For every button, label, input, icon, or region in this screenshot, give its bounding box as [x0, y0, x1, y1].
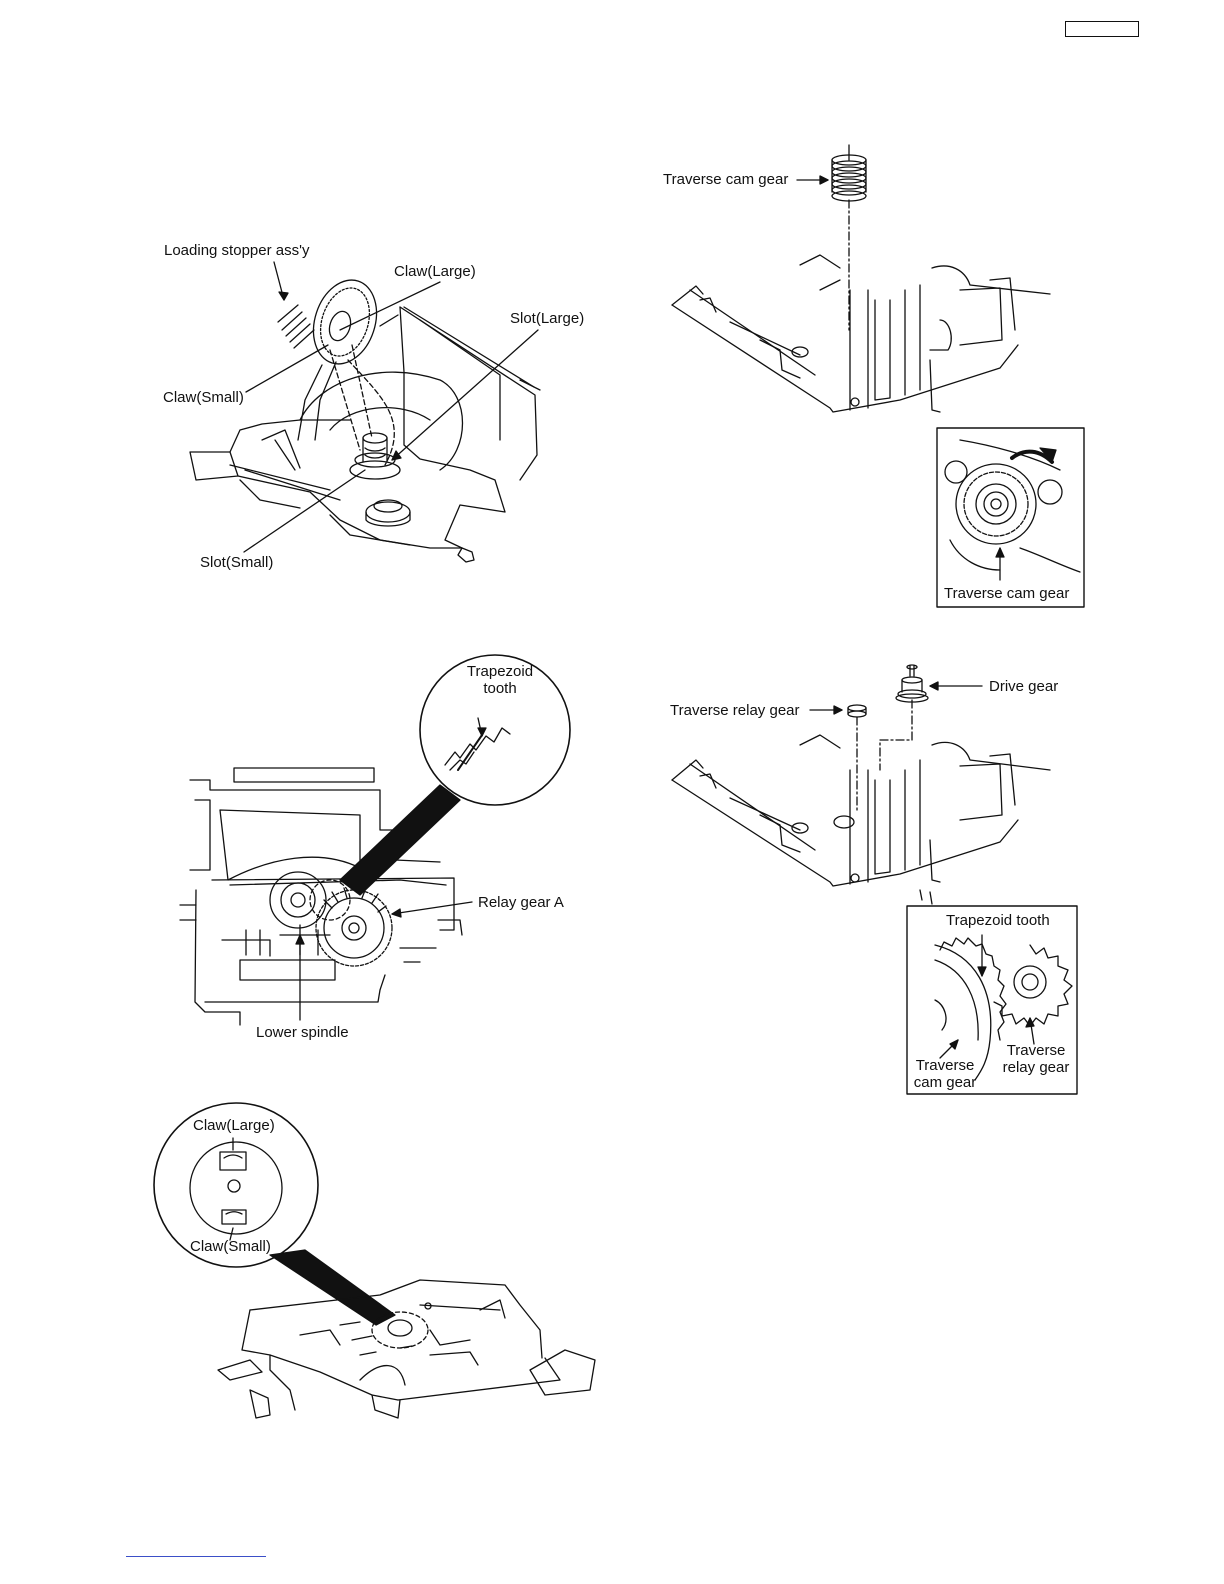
label-claw-large-top: Claw(Large) [394, 263, 476, 280]
footer-link-underline [126, 1556, 266, 1557]
loading-stopper-figure [190, 262, 540, 562]
relay-gear-figure [180, 655, 570, 1025]
label-claw-small-top: Claw(Small) [163, 389, 244, 406]
traverse-cam-figure [672, 145, 1084, 607]
label-trapezoid-tooth: Trapezoid tooth [455, 663, 545, 697]
label-claw-large-detail: Claw(Large) [193, 1117, 275, 1134]
label-claw-small-detail: Claw(Small) [190, 1238, 271, 1255]
label-drive-gear: Drive gear [989, 678, 1058, 695]
label-inset-traverse-cam-gear-2: Traverse cam gear [905, 1057, 985, 1091]
label-lower-spindle: Lower spindle [256, 1024, 349, 1041]
label-slot-large: Slot(Large) [510, 310, 584, 327]
label-loading-stopper: Loading stopper ass'y [164, 242, 309, 259]
label-inset-traverse-relay-gear: Traverse relay gear [996, 1042, 1076, 1076]
label-traverse-relay-gear: Traverse relay gear [670, 702, 800, 719]
label-traverse-cam-gear: Traverse cam gear [663, 171, 788, 188]
traverse-relay-figure [672, 665, 1077, 1094]
label-relay-gear-a: Relay gear A [478, 894, 564, 911]
label-slot-small: Slot(Small) [200, 554, 273, 571]
label-inset-trapezoid-tooth: Trapezoid tooth [946, 912, 1050, 929]
label-inset-traverse-cam-gear: Traverse cam gear [944, 585, 1069, 602]
claw-detail-figure [154, 1103, 595, 1418]
